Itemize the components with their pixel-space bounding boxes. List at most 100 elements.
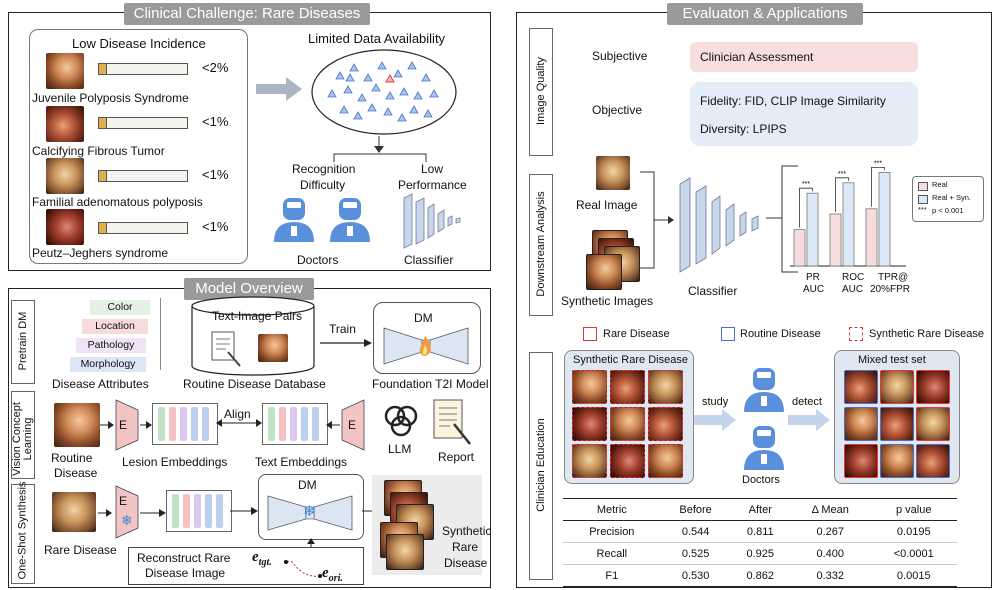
synthetic-rare-image	[572, 444, 607, 478]
chart-category-1-line1: PR	[806, 272, 820, 283]
legend-sig-marker: ***	[918, 205, 927, 214]
classifier-label-eval: Classifier	[688, 284, 738, 298]
data-scatter-ellipse	[311, 49, 457, 135]
legend-synthetic-swatch	[849, 327, 863, 341]
table-cell: 0.544	[681, 525, 710, 538]
synthetic-label-1: Synthetic	[442, 524, 492, 538]
synthetic-rare-image	[648, 444, 683, 478]
doctor-icon	[744, 368, 784, 412]
image-quality-side-label: Image Quality	[529, 28, 553, 156]
legend-routine-label: Routine Disease	[740, 328, 821, 340]
clinician-education-side-label: Clinician Education	[529, 352, 553, 580]
chart-bar	[806, 192, 819, 267]
table-cell: 0.862	[746, 569, 775, 582]
chart-bar	[829, 213, 842, 267]
pretrain-side-label: Pretrain DM	[11, 300, 35, 384]
text-encoder	[341, 399, 365, 451]
downstream-side-label: Downstream Analysis	[529, 174, 553, 316]
disease-name-4: Peutz–Jeghers syndrome	[32, 246, 169, 260]
table-header-row: Metric Before After Δ Mean p value	[563, 498, 957, 521]
train-label: Train	[329, 322, 356, 336]
mixed-routine-image	[916, 444, 950, 478]
reconstruct-label-1: Reconstruct Rare	[137, 551, 231, 565]
dm-hourglass	[267, 495, 353, 531]
document-icon	[211, 331, 241, 367]
chart-category-3-line2: 20%FPR	[870, 284, 911, 295]
optimization-path	[284, 560, 322, 578]
synthetic-label-3: Disease	[444, 556, 488, 570]
chart-bar	[865, 208, 878, 267]
mixed-rare-image	[844, 444, 878, 478]
attribute-morphology: Morphology	[70, 357, 146, 372]
table-cell: 0.0015	[896, 569, 931, 582]
table-row: F1 0.530 0.862 0.332 0.0015	[563, 565, 957, 587]
synthetic-stack-5	[386, 534, 424, 570]
significance-bracket	[835, 177, 849, 212]
train-arrow-icon	[320, 339, 372, 347]
detect-arrow-icon	[788, 409, 830, 431]
legend-realsyn-label: Real + Syn.	[932, 193, 971, 202]
low-label-2: Performance	[398, 178, 467, 192]
disease-name-1: Juvenile Polyposis Syndrome	[32, 91, 189, 105]
attributes-caption: Disease Attributes	[52, 377, 149, 391]
legend-rare-swatch	[583, 327, 597, 341]
classifier-icon	[679, 177, 759, 273]
study-label: study	[702, 396, 729, 408]
arrow-left-icon	[326, 421, 340, 429]
synthetic-images-label: Synthetic Images	[561, 294, 654, 308]
fire-icon	[419, 336, 431, 356]
legend-real-swatch	[918, 182, 928, 191]
evaluation-title: Evaluaton & Applications	[667, 3, 863, 25]
mixed-routine-image	[880, 407, 914, 441]
incidence-value-1: <2%	[202, 60, 229, 75]
mixed-test-grid	[844, 370, 950, 478]
chart-category-3-line1: TPR@	[878, 272, 909, 283]
foundation-dm-box	[373, 302, 481, 374]
table-header: After	[748, 503, 772, 516]
significance-marker: ***	[802, 181, 810, 188]
classifier-icon	[403, 193, 461, 249]
subjective-label: Subjective	[592, 49, 648, 63]
dm-hourglass	[383, 327, 469, 365]
e-tgt-label: etgt.	[252, 549, 272, 568]
table-header: Δ Mean	[811, 503, 849, 516]
text-embeddings	[262, 403, 328, 445]
results-table: Metric Before After Δ Mean p value Preci…	[563, 498, 957, 587]
incidence-box	[29, 29, 248, 264]
arrow-right-icon	[230, 507, 258, 515]
lesion-embeddings-label: Lesion Embeddings	[122, 455, 228, 469]
attribute-location: Location	[82, 319, 148, 334]
chart-category-2-line2: AUC	[842, 284, 864, 295]
disease-thumb-1	[46, 53, 84, 89]
table-cell: 0.925	[746, 547, 775, 560]
incidence-value-3: <1%	[202, 167, 229, 182]
text-image-pairs-label: Text-Image Pairs	[212, 309, 303, 323]
doctors-label: Doctors	[297, 253, 339, 267]
snowflake-icon: ❄	[303, 503, 316, 520]
disease-name-3: Familial adenomatous polyposis	[32, 195, 203, 209]
text-embeddings-label: Text Embeddings	[255, 455, 348, 469]
legend-realsyn-swatch	[918, 195, 928, 204]
table-cell: 0.525	[681, 547, 710, 560]
detect-label: detect	[792, 396, 822, 408]
table-header: Metric	[596, 503, 627, 516]
incidence-heading: Low Disease Incidence	[72, 36, 206, 51]
routine-label-1: Routine	[51, 451, 93, 465]
chart-bar	[842, 182, 855, 267]
mixed-rare-image	[916, 370, 950, 404]
align-arrow-icon	[216, 419, 262, 427]
table-header: Before	[679, 503, 712, 516]
mixed-routine-image	[844, 370, 878, 404]
synthetic-rare-image	[610, 407, 645, 441]
synthetic-rare-image	[572, 370, 607, 404]
doctor-icon	[274, 198, 314, 242]
disease-thumb-3	[46, 158, 84, 194]
incidence-value-2: <1%	[202, 114, 229, 129]
synthetic-rare-image	[610, 444, 645, 478]
bracket-lines	[640, 171, 674, 269]
doctor-icon	[744, 426, 784, 470]
doctors-label-eval: Doctors	[742, 474, 780, 486]
legend-rare-label: Rare Disease	[603, 328, 670, 340]
objective-box	[690, 82, 918, 146]
table-row: Precision 0.544 0.811 0.267 0.0195	[563, 521, 957, 543]
